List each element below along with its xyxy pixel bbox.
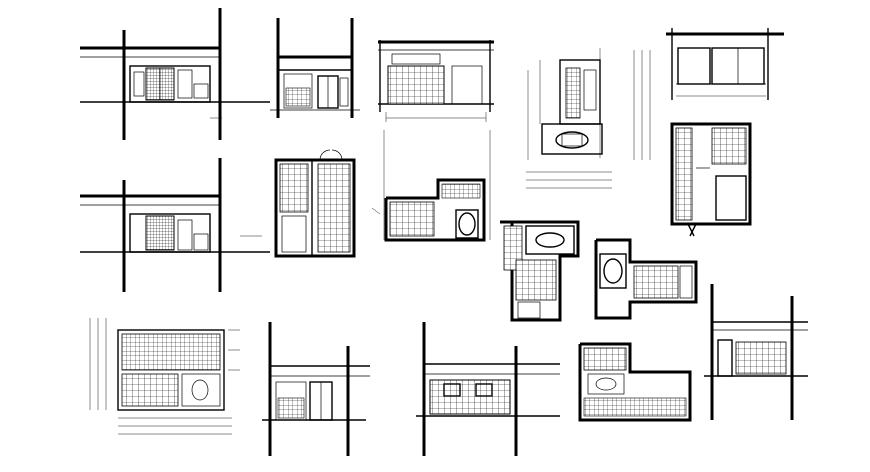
elevation-h	[704, 284, 808, 420]
kitchen-plan-l-island	[371, 178, 486, 242]
elevation-a	[80, 8, 270, 140]
kitchen-plan-u	[578, 342, 692, 422]
kitchen-plan-grid	[89, 318, 240, 435]
kitchen-plan-tall	[670, 122, 752, 237]
kitchen-plan-dining	[594, 238, 698, 320]
elevation-f	[262, 322, 370, 456]
kitchen-plan-dimensioned	[526, 48, 651, 189]
elevation-b	[270, 18, 360, 118]
kitchen-plan-corner	[500, 220, 580, 322]
elevation-d	[666, 28, 784, 100]
elevation-e	[80, 158, 270, 292]
elevation-g	[416, 322, 560, 456]
elevation-c	[378, 40, 494, 240]
kitchen-plan-galley	[274, 149, 356, 258]
